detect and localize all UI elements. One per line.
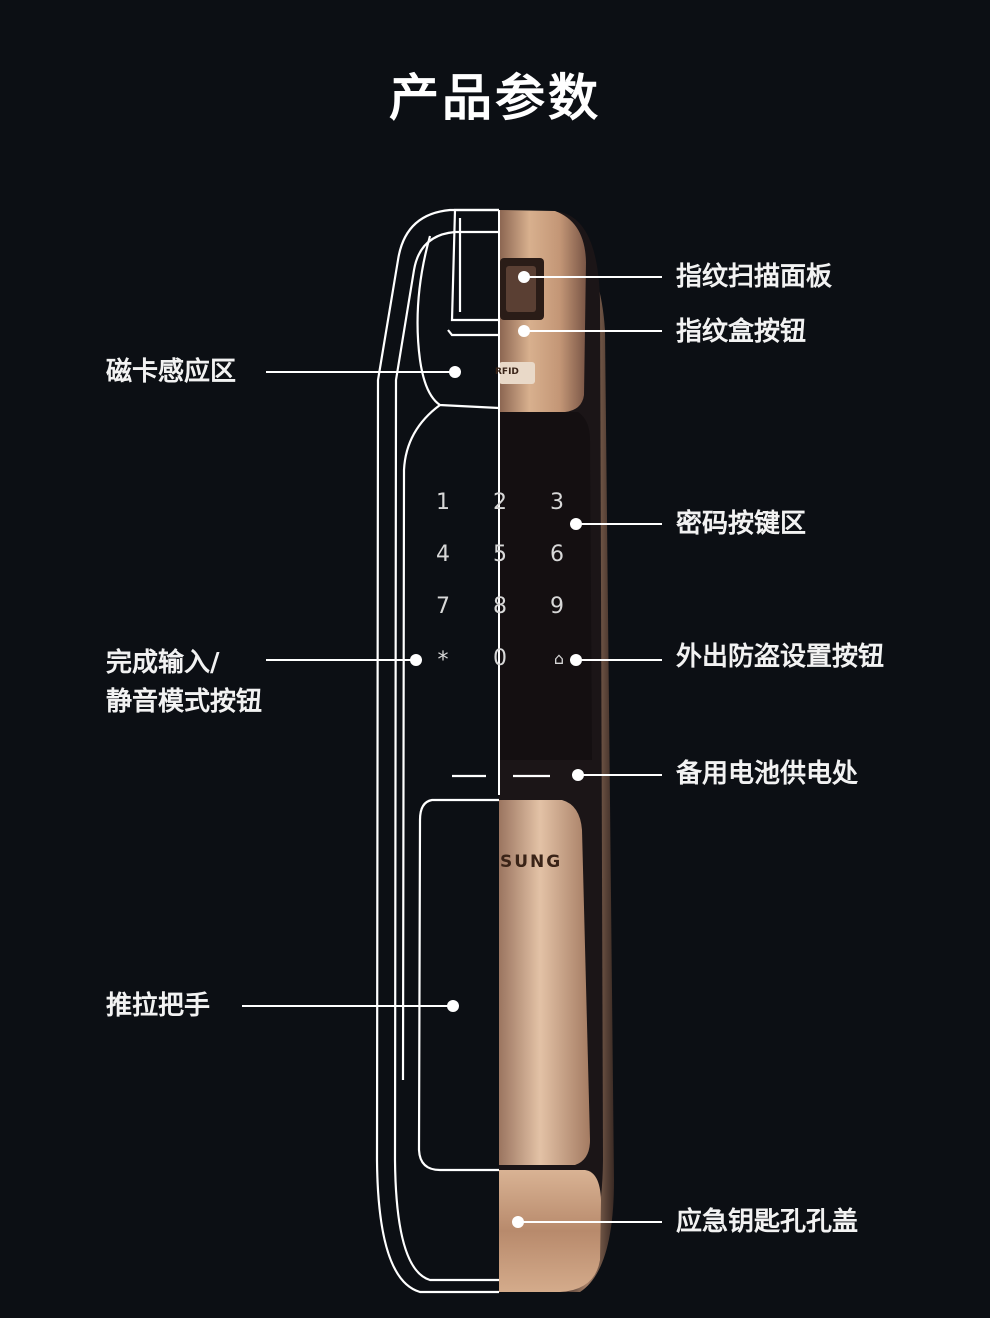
callout-dots [410, 271, 584, 1228]
anti-theft-icon[interactable]: ⌂ [553, 649, 565, 668]
label-backup-power: 备用电池供电处 [676, 759, 859, 789]
key-2[interactable]: 2 [493, 490, 507, 515]
label-complete-input-line1: 完成输入/ [106, 648, 220, 678]
dot-backup-power [572, 769, 584, 781]
dot-complete-input [410, 654, 422, 666]
lock-rendered-half [499, 210, 614, 1292]
callouts [242, 276, 662, 1223]
dot-emergency-key [512, 1216, 524, 1228]
label-card-sensing-area: 磁卡感应区 [106, 357, 237, 387]
label-emergency-key-cover: 应急钥匙孔孔盖 [676, 1207, 859, 1237]
key-3[interactable]: 3 [550, 490, 564, 515]
dot-keypad [570, 518, 582, 530]
key-9[interactable]: 9 [550, 594, 564, 619]
key-4[interactable]: 4 [436, 542, 450, 567]
label-complete-input-line2: 静音模式按钮 [106, 687, 263, 717]
key-0[interactable]: 0 [493, 646, 507, 671]
key-7[interactable]: 7 [436, 594, 450, 619]
lock-outline-half [375, 208, 550, 1294]
key-8[interactable]: 8 [493, 594, 507, 619]
key-5[interactable]: 5 [493, 542, 507, 567]
dot-anti-theft [570, 654, 582, 666]
label-fingerprint-panel: 指纹扫描面板 [676, 262, 833, 292]
label-anti-theft-button: 外出防盗设置按钮 [676, 642, 885, 672]
dot-card-area [449, 366, 461, 378]
key-6[interactable]: 6 [550, 542, 564, 567]
brand-text: SUNG [500, 852, 563, 872]
page-title: 产品参数 [389, 69, 601, 127]
card-mark: RFID [495, 367, 519, 377]
label-push-pull-handle: 推拉把手 [106, 991, 211, 1021]
dot-fingerprint-box [518, 325, 530, 337]
key-star[interactable]: * [437, 648, 449, 673]
key-1[interactable]: 1 [436, 490, 450, 515]
dot-handle [447, 1000, 459, 1012]
dot-fingerprint-panel [518, 271, 530, 283]
label-fingerprint-box-button: 指纹盒按钮 [676, 317, 807, 347]
label-password-keypad: 密码按键区 [676, 509, 807, 539]
